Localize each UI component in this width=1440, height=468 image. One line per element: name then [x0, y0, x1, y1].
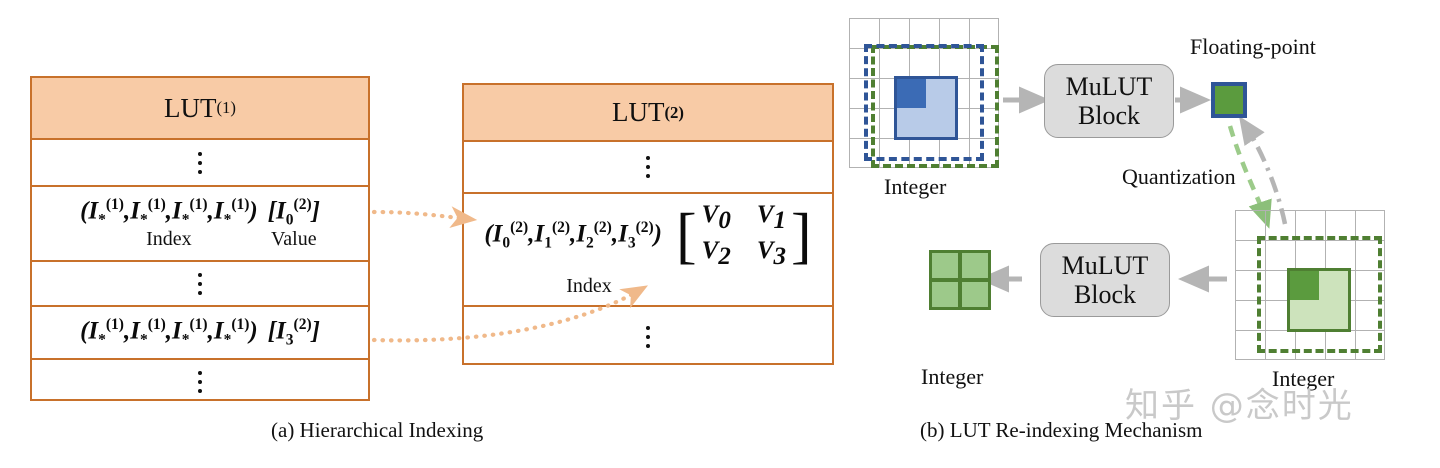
output-label: Integer — [921, 364, 984, 389]
lut2-header-superscript: (2) — [664, 102, 684, 122]
matrix-right-bracket: ] — [791, 201, 812, 270]
lut1-value-caption: Value — [271, 227, 317, 250]
lut2-index-caption: Index — [566, 275, 612, 297]
floating-point-square — [1211, 82, 1247, 118]
vertical-dots-icon — [646, 156, 650, 178]
caption-a: (a) Hierarchical Indexing — [271, 418, 484, 442]
lut1-row1-index: (I*(1),I*(1),I*(1),I*(1)) — [80, 196, 258, 229]
lut1-row1-value: [I0(2)] — [267, 196, 320, 229]
lut1-header-label: LUT — [164, 92, 217, 123]
mulut-block-top-line2: Block — [1077, 101, 1141, 130]
green-dark-cell — [1290, 271, 1319, 300]
lut1-dots-row-1 — [32, 140, 368, 187]
bottom-grid-label: Integer — [1272, 366, 1335, 391]
matrix-cells: V0 V1 V2 V3 — [697, 201, 791, 271]
lut1-dots-row-2 — [32, 262, 368, 307]
matrix-cell-v3: V3 — [756, 237, 787, 270]
lut1-header: LUT(1) — [32, 78, 368, 140]
matrix-cell-v2: V2 — [701, 237, 731, 270]
lut1-row2-value: [I3(2)] — [267, 315, 320, 349]
matrix-cell-v1: V1 — [756, 201, 787, 234]
blue-dark-cell — [897, 79, 926, 108]
output-2x2-block — [929, 250, 991, 310]
matrix-left-bracket: [ — [675, 201, 697, 270]
watermark: 知乎 @念时光 — [1125, 386, 1354, 426]
lut2-table: LUT(2) (I0(2),I1(2),I2(2),I3(2)) [ V0 V1… — [462, 83, 834, 365]
lut2-header: LUT(2) — [464, 85, 832, 142]
quantization-label: Quantization — [1122, 164, 1236, 189]
lut1-entry-row-2: (I*(1),I*(1),I*(1),I*(1)) [I3(2)] — [32, 307, 368, 360]
mulut-block-bottom-line2: Block — [1073, 280, 1137, 309]
matrix-cell-v0: V0 — [701, 201, 731, 234]
lut2-entry-index: (I0(2),I1(2),I2(2),I3(2)) — [484, 219, 662, 252]
bottom-integer-grid — [1235, 210, 1385, 360]
top-grid-label: Integer — [884, 174, 947, 199]
vertical-dots-icon — [198, 370, 202, 393]
lut2-dots-row-2 — [464, 307, 832, 367]
quantization-green-dashed-arrow — [1227, 125, 1272, 229]
vertical-dots-icon — [198, 272, 202, 295]
lut1-table: LUT(1) (I*(1),I*(1),I*(1),I*(1)) Index [… — [30, 76, 370, 401]
lut1-entry-row-1: (I*(1),I*(1),I*(1),I*(1)) Index [I0(2)] … — [32, 187, 368, 262]
mulut-block-top: MuLUT Block — [1044, 64, 1174, 138]
lut2-header-label: LUT — [612, 97, 665, 127]
output-block-horizontal-divider — [932, 278, 988, 282]
top-integer-grid — [849, 18, 999, 168]
hierarchy-arrow-bottom — [371, 285, 649, 343]
lut1-index-caption: Index — [146, 227, 192, 250]
floating-point-label: Floating-point — [1190, 34, 1316, 59]
vertical-dots-icon — [198, 151, 202, 174]
mulut-block-bottom-line1: MuLUT — [1061, 250, 1149, 280]
lut1-header-superscript: (1) — [216, 98, 236, 117]
lut2-dots-row-1 — [464, 142, 832, 194]
vertical-dots-icon — [646, 326, 650, 348]
lut2-value-matrix: [ V0 V1 V2 V3 ] — [676, 201, 812, 271]
caption-b: (b) LUT Re-indexing Mechanism — [920, 418, 1203, 442]
lut1-dots-row-3 — [32, 360, 368, 403]
reindex-gray-dashdot-arrow — [1238, 116, 1288, 225]
blue-dashed-receptive-field — [864, 44, 984, 161]
hierarchy-arrow-top — [371, 206, 478, 228]
mulut-block-bottom: MuLUT Block — [1040, 243, 1170, 317]
green-dashed-receptive-field-bottom — [1257, 236, 1382, 353]
mulut-block-top-line1: MuLUT — [1065, 71, 1153, 101]
lut1-row2-index: (I*(1),I*(1),I*(1),I*(1)) — [80, 315, 258, 349]
